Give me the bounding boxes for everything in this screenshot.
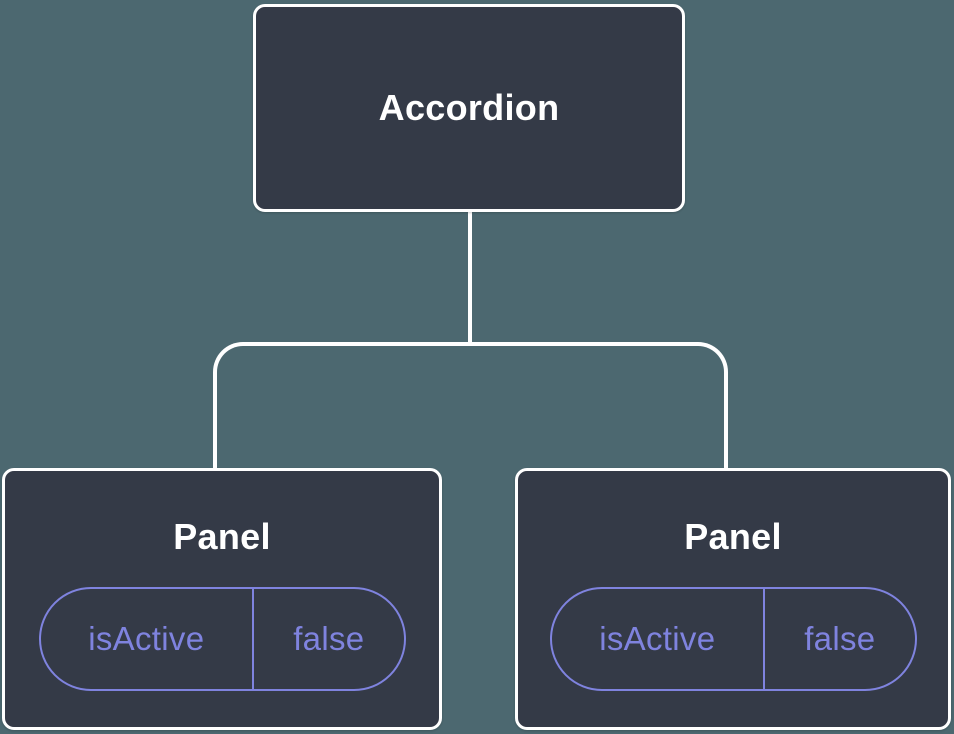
state-name-label: isActive <box>41 589 255 689</box>
state-value-label: false <box>293 620 365 657</box>
node-accordion-label: Accordion <box>378 87 560 128</box>
node-panel-2-label: Panel <box>684 516 782 557</box>
connector-branch-bracket <box>213 342 728 470</box>
state-pill-panel-2: isActive false <box>549 587 917 691</box>
connector-root-stem <box>468 210 472 346</box>
state-name-label: isActive <box>552 589 766 689</box>
state-value-label: false <box>804 620 876 657</box>
node-panel-1: Panel isActive false <box>2 468 442 730</box>
node-panel-1-label: Panel <box>173 516 271 557</box>
node-accordion: Accordion <box>253 4 685 212</box>
state-pill-panel-1: isActive false <box>38 587 406 691</box>
node-panel-2: Panel isActive false <box>515 468 951 730</box>
